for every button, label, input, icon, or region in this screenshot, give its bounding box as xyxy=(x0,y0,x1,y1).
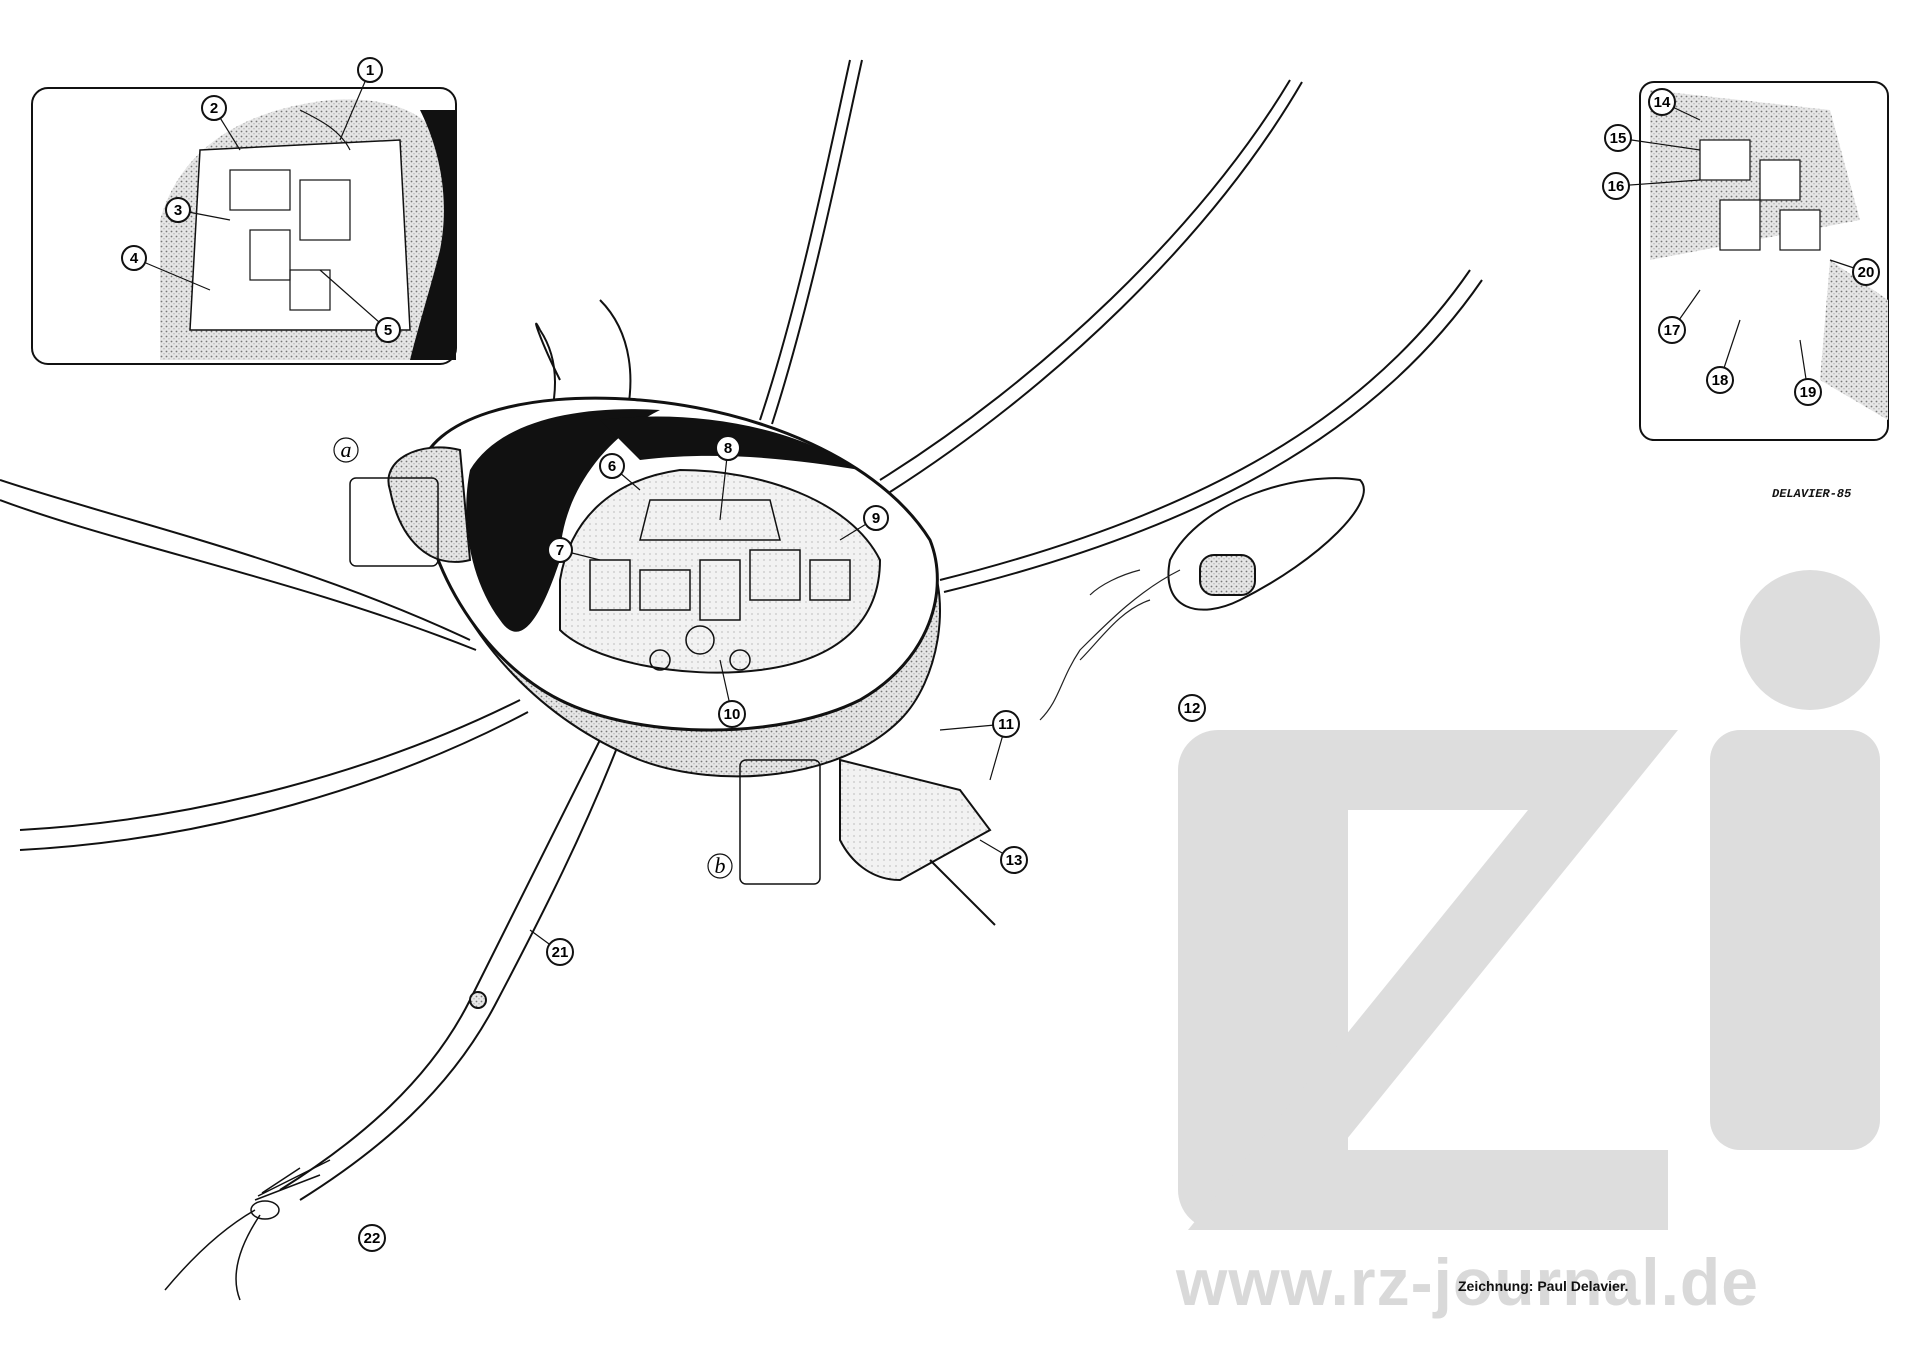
callout-20: 20 xyxy=(1852,258,1880,286)
svg-text:1: 1 xyxy=(366,62,374,79)
label-box-b xyxy=(739,759,821,885)
callout-21: 21 xyxy=(546,938,574,966)
callout-7: 7 xyxy=(547,537,573,563)
callout-16: 16 xyxy=(1602,172,1630,200)
callout-1: 1 xyxy=(357,57,383,83)
callout-17: 17 xyxy=(1658,316,1686,344)
svg-text:21: 21 xyxy=(552,944,569,961)
callout-11: 11 xyxy=(992,710,1020,738)
svg-text:b: b xyxy=(715,853,726,878)
svg-text:22: 22 xyxy=(364,1230,381,1247)
svg-text:11: 11 xyxy=(998,716,1014,733)
lower-module xyxy=(839,758,992,882)
callout-15: 15 xyxy=(1604,124,1632,152)
label-box-a xyxy=(349,477,439,567)
callout-18: 18 xyxy=(1706,366,1734,394)
callout-22: 22 xyxy=(358,1224,386,1252)
svg-text:5: 5 xyxy=(384,322,392,339)
letter-b: b xyxy=(707,853,733,879)
callout-2: 2 xyxy=(201,95,227,121)
leg-joint xyxy=(469,991,487,1009)
escape-capsule xyxy=(1039,477,1365,721)
drawing-credit: Zeichnung: Paul Delavier. xyxy=(1458,1278,1629,1294)
probe-tip xyxy=(164,1159,331,1301)
callout-12: 12 xyxy=(1178,694,1206,722)
callout-6: 6 xyxy=(599,453,625,479)
cockpit-cutaway xyxy=(559,468,882,674)
svg-text:6: 6 xyxy=(608,458,616,475)
svg-text:13: 13 xyxy=(1006,852,1023,869)
cockpit-details xyxy=(589,499,851,671)
callout-markers: 1 2 3 4 5 6 7 8 9 10 11 12 13 14 15 16 1… xyxy=(121,57,1880,1252)
inset-cockpit-detail xyxy=(31,87,457,365)
craft-legs xyxy=(0,59,1483,1201)
watermark-logo xyxy=(1178,570,1880,1230)
svg-text:10: 10 xyxy=(724,706,741,723)
svg-text:15: 15 xyxy=(1610,130,1627,147)
svg-text:7: 7 xyxy=(556,542,564,559)
craft-canopy-dark xyxy=(466,409,660,632)
svg-text:17: 17 xyxy=(1664,322,1681,339)
callout-8: 8 xyxy=(715,435,741,461)
callout-9: 9 xyxy=(863,505,889,531)
svg-text:16: 16 xyxy=(1608,178,1625,195)
svg-text:4: 4 xyxy=(130,250,139,267)
svg-text:8: 8 xyxy=(724,440,732,457)
svg-text:2: 2 xyxy=(210,100,218,117)
callout-5: 5 xyxy=(375,317,401,343)
svg-text:12: 12 xyxy=(1184,700,1201,717)
letter-a: a xyxy=(333,437,359,463)
callout-10: 10 xyxy=(718,700,746,728)
svg-text:20: 20 xyxy=(1858,264,1875,281)
svg-text:9: 9 xyxy=(872,510,880,527)
side-pod xyxy=(387,446,472,563)
svg-text:a: a xyxy=(341,437,352,462)
svg-text:3: 3 xyxy=(174,202,182,219)
callout-4: 4 xyxy=(121,245,147,271)
callout-14: 14 xyxy=(1648,88,1676,116)
artist-signature: DELAVIER-85 xyxy=(1770,487,1853,501)
callout-19: 19 xyxy=(1794,378,1822,406)
callout-13: 13 xyxy=(1000,846,1028,874)
watermark-url: www.rz-journal.de xyxy=(1176,1245,1759,1319)
svg-text:18: 18 xyxy=(1712,372,1729,389)
svg-text:19: 19 xyxy=(1800,384,1817,401)
svg-text:14: 14 xyxy=(1654,94,1671,111)
callout-3: 3 xyxy=(165,197,191,223)
inset-hull-detail xyxy=(1639,81,1889,441)
